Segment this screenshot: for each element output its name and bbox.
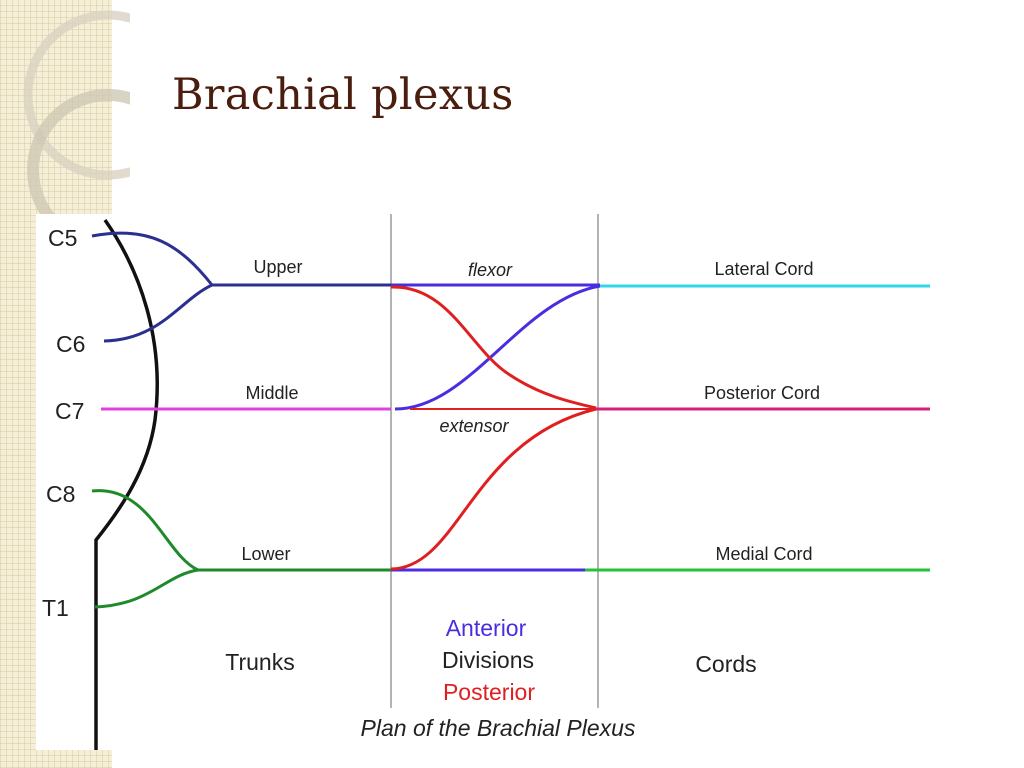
c5-root-line	[91, 231, 214, 286]
cord-label-lateral: Lateral Cord	[714, 259, 813, 279]
division-label-flexor: flexor	[468, 260, 513, 280]
t1-root-line	[94, 568, 199, 609]
column-label-cords: Cords	[695, 651, 756, 677]
c6-root-line	[103, 283, 213, 343]
trunk-label-upper: Upper	[253, 257, 302, 277]
trunk-label-middle: Middle	[245, 383, 298, 403]
trunk-label-lower: Lower	[241, 544, 290, 564]
plexus-svg: C5 C6 C7 C8 T1 Upper Middle Lower flexor…	[42, 214, 930, 750]
root-label-c8: C8	[46, 481, 75, 507]
c8-root-line	[91, 489, 199, 572]
decorative-rings	[23, 10, 130, 240]
root-label-t1: T1	[42, 595, 69, 621]
column-label-divisions: Divisions	[442, 647, 534, 673]
column-label-anterior: Anterior	[446, 615, 527, 641]
brachial-plexus-diagram: C5 C6 C7 C8 T1 Upper Middle Lower flexor…	[36, 214, 930, 750]
slide-title: Brachial plexus	[172, 70, 514, 120]
lower-posterior-division	[390, 407, 597, 571]
column-label-posterior: Posterior	[443, 679, 535, 705]
root-label-c7: C7	[55, 398, 84, 424]
root-label-c6: C6	[56, 331, 85, 357]
column-label-trunks: Trunks	[225, 649, 294, 675]
root-label-c5: C5	[48, 225, 77, 251]
middle-anterior-division	[394, 284, 601, 411]
division-label-extensor: extensor	[439, 416, 509, 436]
cord-label-medial: Medial Cord	[715, 544, 812, 564]
upper-posterior-division	[390, 285, 597, 410]
spinal-cord-line	[94, 218, 159, 750]
diagram-caption: Plan of the Brachial Plexus	[361, 715, 636, 741]
cord-label-posterior: Posterior Cord	[704, 383, 820, 403]
